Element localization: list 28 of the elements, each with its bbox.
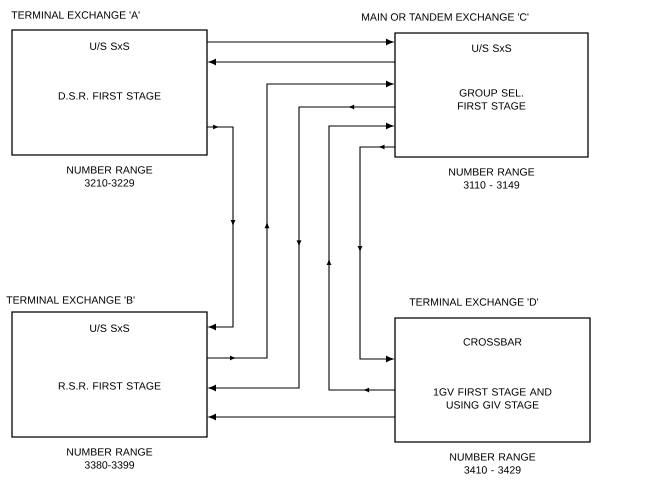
arrow: [207, 38, 394, 46]
number-range: NUMBER RANGE 3210-3229: [67, 166, 152, 187]
exchange-box: [6, 296, 208, 469]
box-text: U/S SxS: [90, 42, 130, 50]
box-text: 1GV FIRST STAGE AND USING GIV STAGE: [434, 388, 552, 409]
box-text: CROSSBAR: [464, 338, 522, 346]
box-heading: TERMINAL EXCHANGE 'B': [6, 296, 135, 304]
box-heading: TERMINAL EXCHANGE 'A': [11, 11, 140, 19]
arrow: [207, 80, 394, 360]
arrow: [208, 58, 395, 66]
exchange-box: [362, 13, 589, 189]
box-text: U/S SxS: [472, 44, 512, 52]
exchange-box: [11, 11, 208, 187]
box-text: D.S.R. FIRST STAGE: [58, 92, 161, 100]
box-text: R.S.R. FIRST STAGE: [58, 382, 161, 390]
arrow: [358, 144, 395, 362]
arrow: [326, 122, 395, 392]
box-text: U/S SxS: [90, 324, 130, 332]
arrow: [207, 124, 236, 330]
box-heading: TERMINAL EXCHANGE 'D': [409, 298, 538, 306]
box-text: GROUP SEL. FIRST STAGE: [458, 89, 526, 110]
number-range: NUMBER RANGE 3410 - 3429: [450, 453, 536, 474]
number-range: NUMBER RANGE 3110 - 3149: [449, 168, 534, 189]
number-range: NUMBER RANGE 3380-3399: [67, 448, 152, 469]
arrow: [208, 104, 395, 392]
box-heading: MAIN OR TANDEM EXCHANGE 'C': [362, 13, 528, 21]
arrow: [208, 414, 395, 420]
exchange-box: [394, 298, 591, 474]
